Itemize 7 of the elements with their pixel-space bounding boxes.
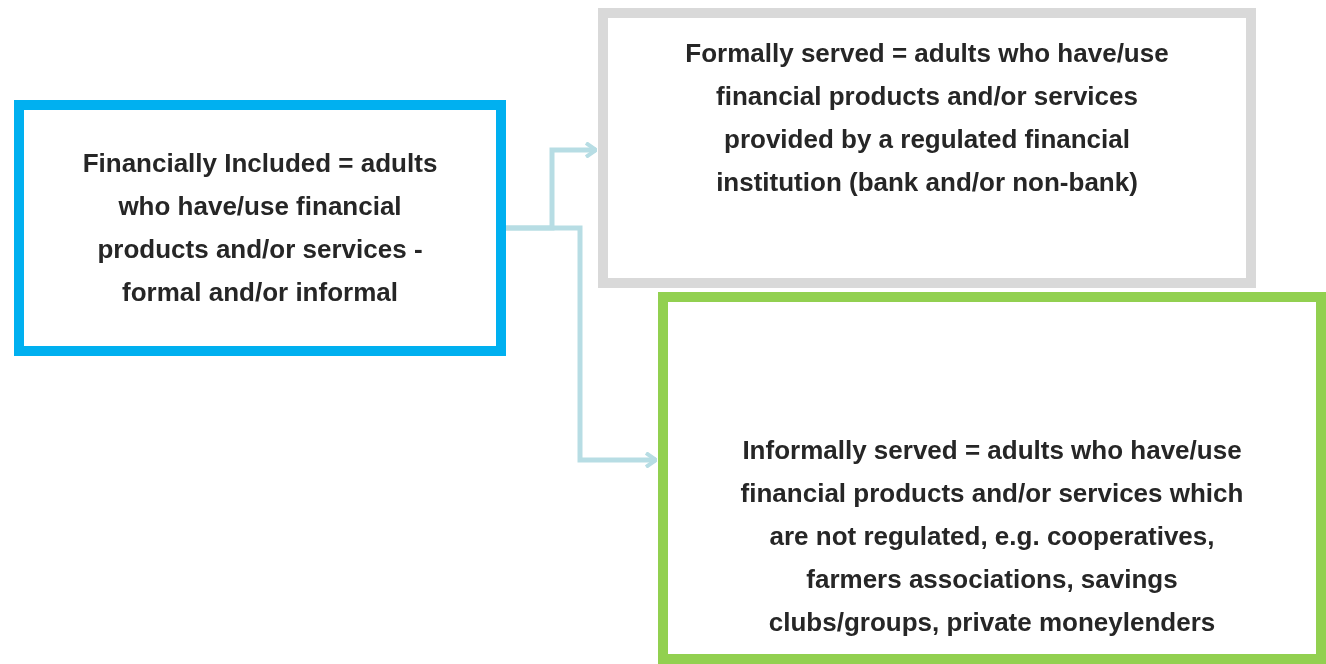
definition-text: Financially Included = adults who have/use financial products and/or services - formal and/or informal	[81, 147, 439, 309]
definition-text: Formally served = adults who have/use financial products and/or services provided by a regulated financial institution (bank and/or non-bank)	[684, 37, 1170, 199]
connector-arrow	[506, 225, 658, 469]
definition-box	[14, 100, 506, 356]
definition-box	[658, 292, 1326, 664]
definition-box	[598, 8, 1256, 288]
definition-text: Informally served = adults who have/use financial products and/or services which are not regulated, e.g. cooperatives, farmers associations, savings clubs/groups, private moneylenders	[739, 434, 1245, 639]
